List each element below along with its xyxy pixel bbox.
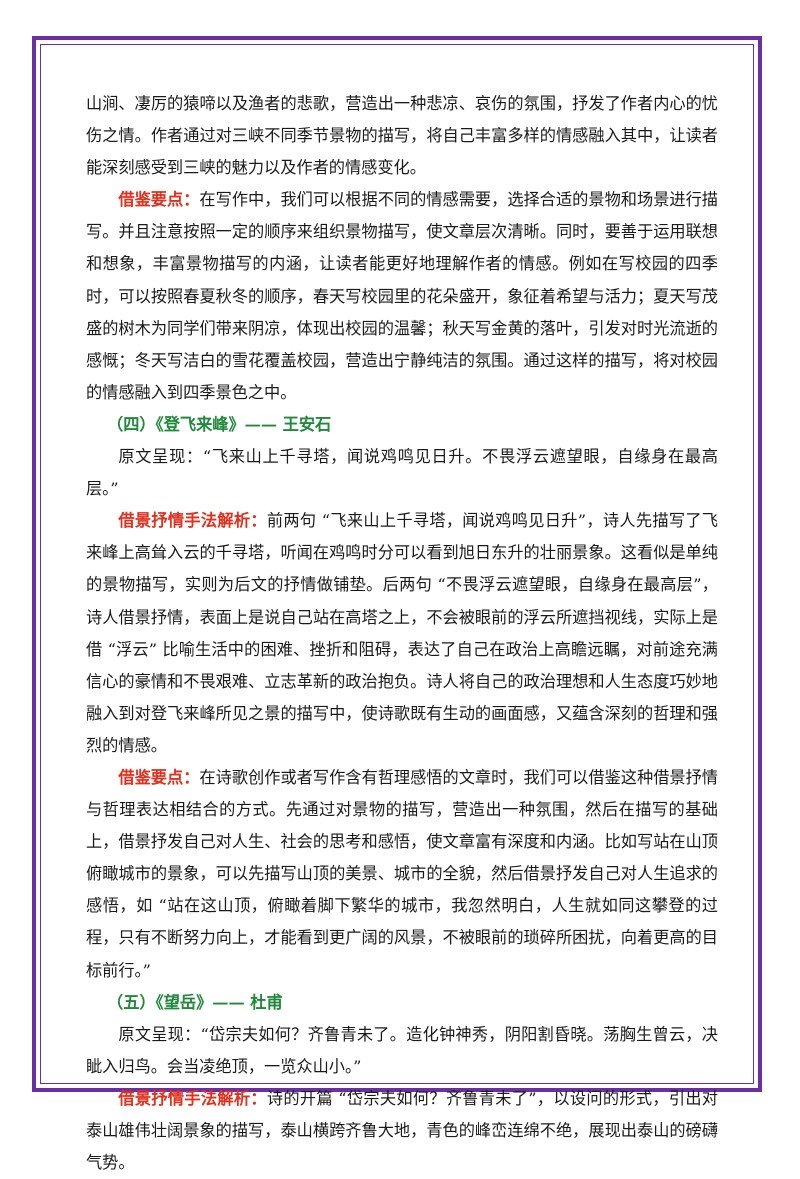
document-body: 山涧、凄厉的猿啼以及渔者的悲歌，营造出一种悲凉、哀伤的氛围，抒发了作者内心的忧伤… [86, 88, 718, 1179]
page-border-outer [32, 36, 762, 1092]
paragraph-text: 在写作中，我们可以根据不同的情感需要，选择合适的景物和场景进行描写。并且注意按照… [86, 190, 718, 402]
section-heading-5: （五）《望岳》—— 杜甫 [107, 992, 283, 1012]
paragraph-technique-analysis-5: 借景抒情手法解析：诗的开篇 “岱宗夫如何？齐鲁青未了”，以设问的形式，引出对泰山… [86, 1083, 718, 1179]
label-reference-points: 借鉴要点： [118, 767, 200, 787]
label-technique-analysis: 借景抒情手法解析： [118, 1088, 267, 1108]
label-reference-points: 借鉴要点： [118, 190, 200, 210]
label-technique-analysis: 借景抒情手法解析： [118, 511, 267, 531]
paragraph-original-text-4: 原文呈现：“飞来山上千寻塔，闻说鸡鸣见日升。不畏浮云遮望眼，自缘身在最高层。” [86, 447, 718, 499]
paragraph-text: 在诗歌创作或者写作含有哲理感悟的文章时，我们可以借鉴这种借景抒情与哲理表达相结合… [86, 767, 718, 980]
paragraph-text: 前两句 “飞来山上千寻塔，闻说鸡鸣见日升”，诗人先描写了飞来峰上高耸入云的千寻塔… [86, 511, 718, 755]
paragraph-reference-points-1: 借鉴要点：在写作中，我们可以根据不同的情感需要，选择合适的景物和场景进行描写。并… [86, 184, 718, 409]
paragraph-technique-analysis-4: 借景抒情手法解析：前两句 “飞来山上千寻塔，闻说鸡鸣见日升”，诗人先描写了飞来峰… [86, 505, 718, 762]
paragraph-original-text-5: 原文呈现：“岱宗夫如何？齐鲁青未了。造化钟神秀，阴阳割昏晓。荡胸生曾云，决眦入归… [86, 1024, 718, 1076]
page-border-inner [40, 44, 754, 1084]
paragraph-reference-points-2: 借鉴要点：在诗歌创作或者写作含有哲理感悟的文章时，我们可以借鉴这种借景抒情与哲理… [86, 762, 718, 987]
section-heading-4: （四）《登飞来峰》—— 王安石 [107, 414, 332, 434]
paragraph-continuation: 山涧、凄厉的猿啼以及渔者的悲歌，营造出一种悲凉、哀伤的氛围，抒发了作者内心的忧伤… [86, 94, 718, 178]
